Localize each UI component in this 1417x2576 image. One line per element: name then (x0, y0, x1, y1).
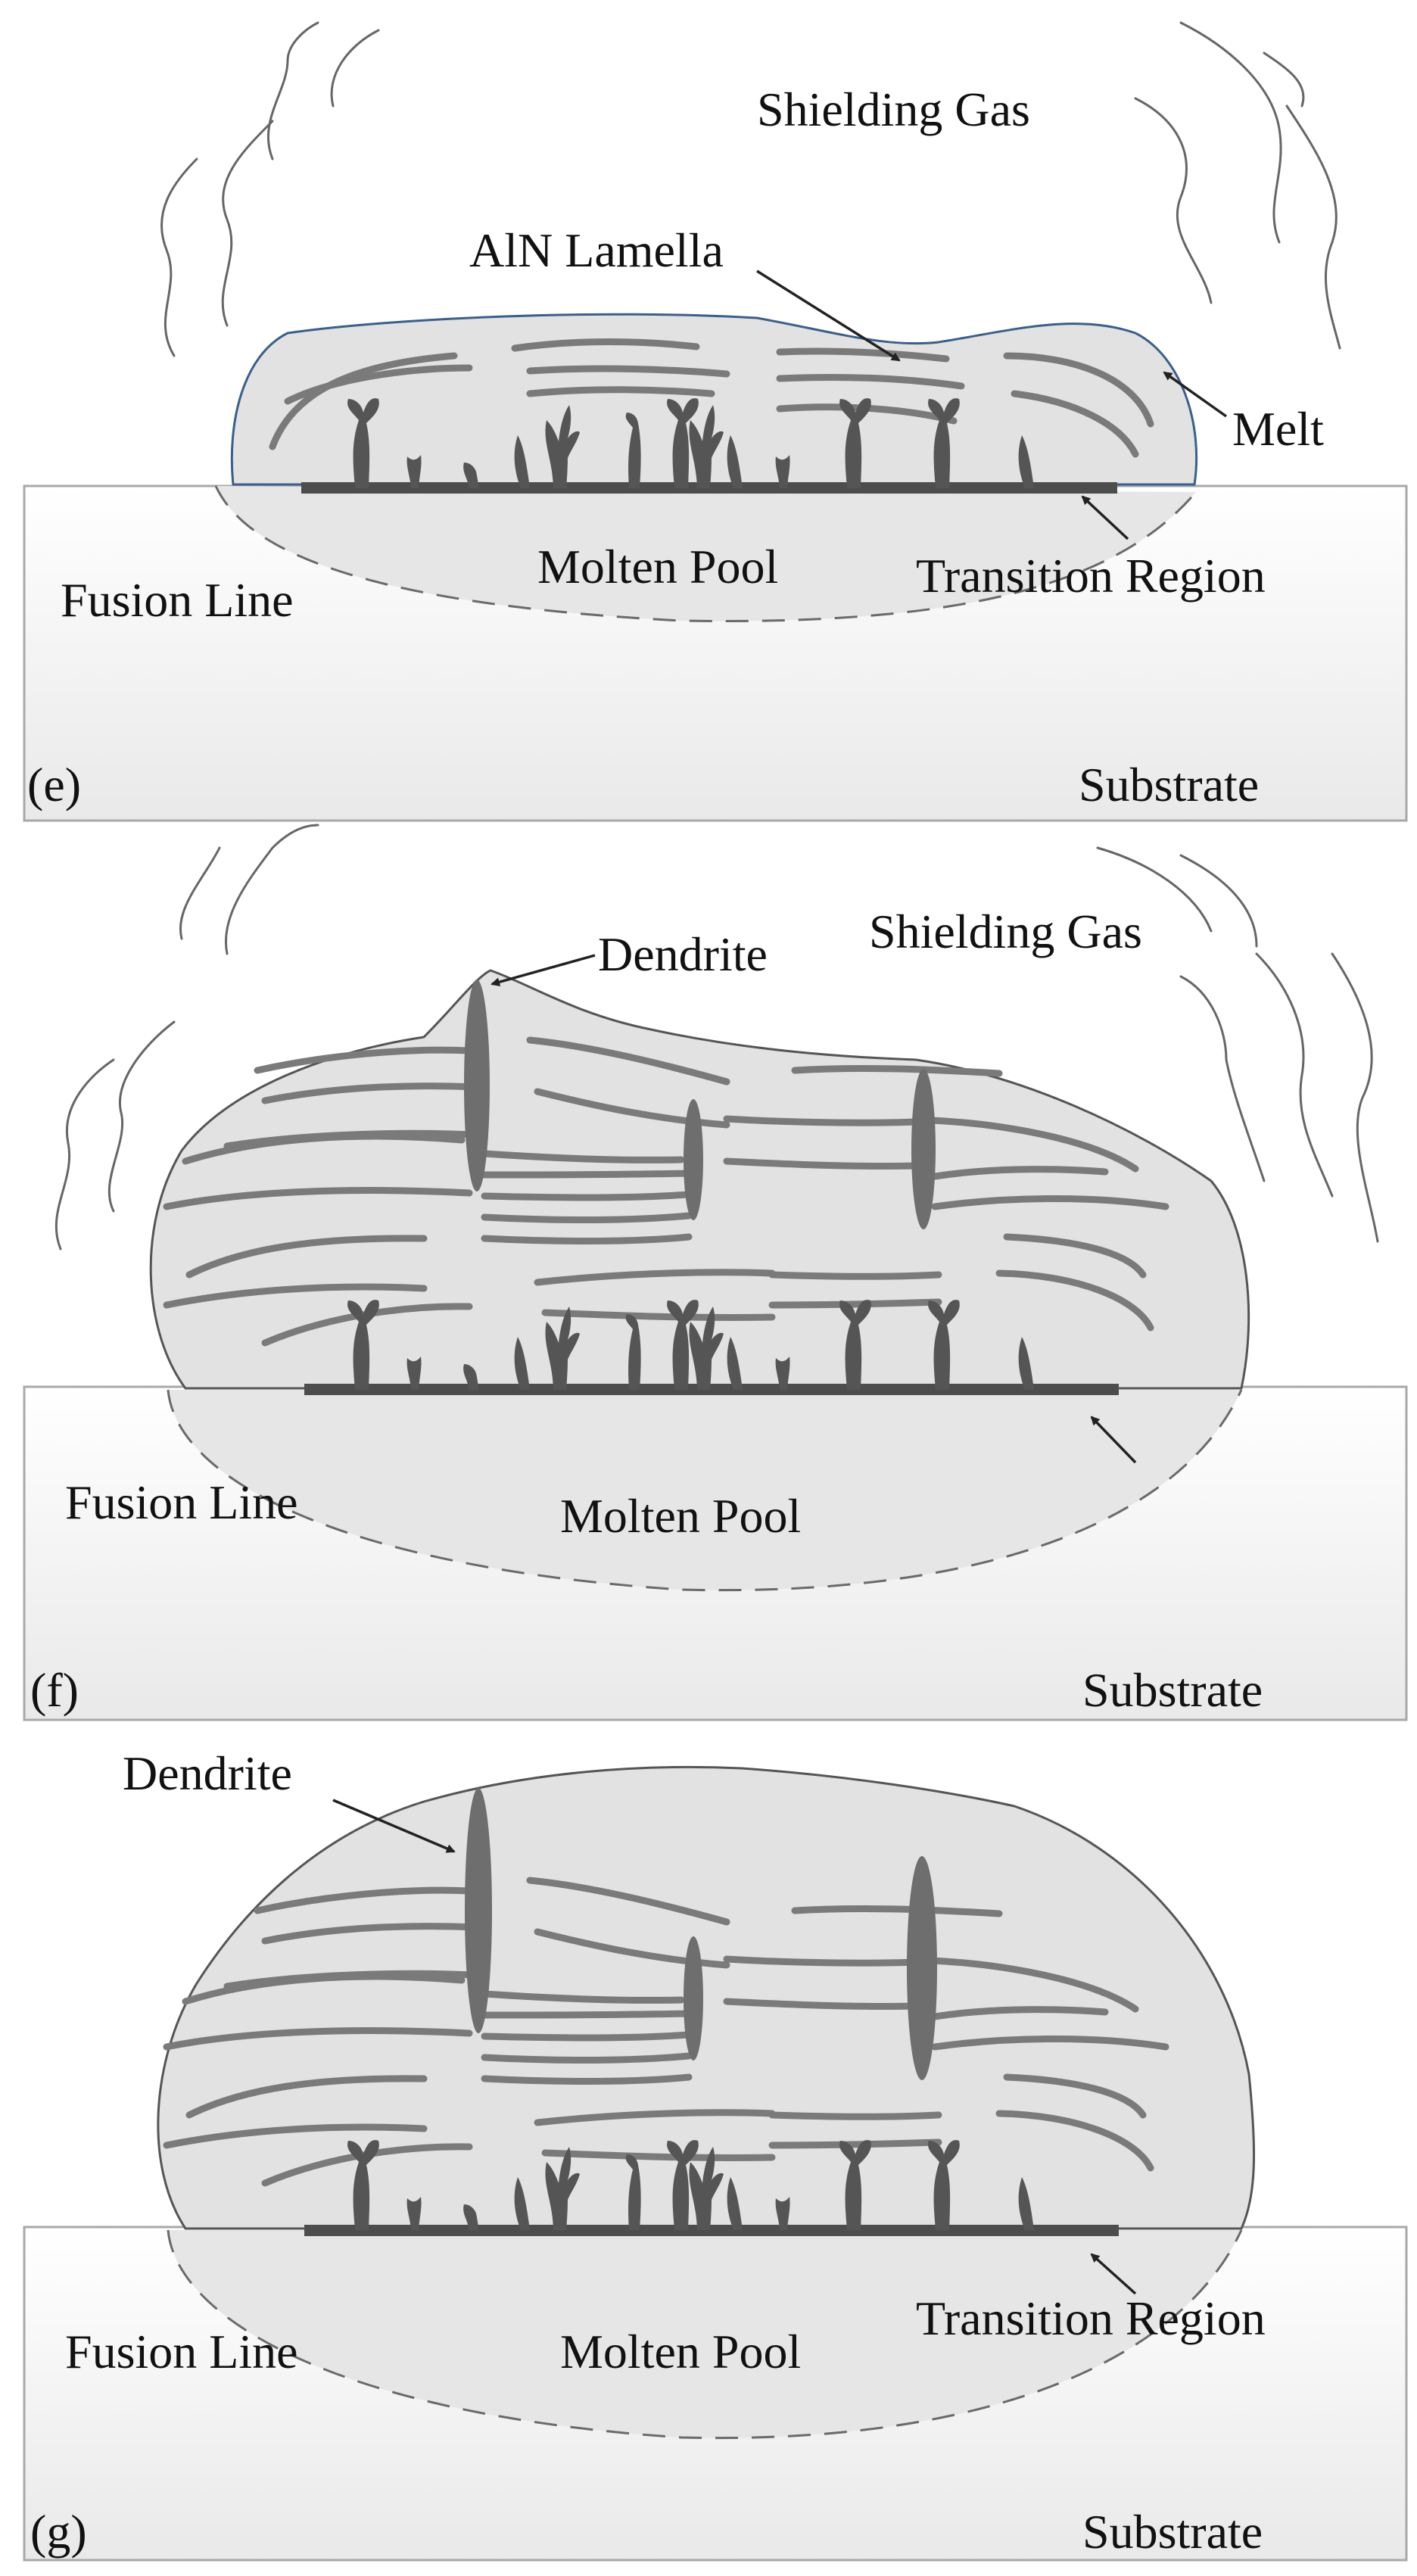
dendrite-large-1 (465, 1788, 492, 2033)
label-molten-pool-e: Molten Pool (537, 540, 778, 593)
panel-tag-g: (g) (30, 2505, 87, 2559)
label-substrate-g: Substrate (1082, 2505, 1263, 2559)
label-fusion-line-g: Fusion Line (65, 2325, 298, 2378)
shielding-gas-lines-e (160, 21, 1341, 357)
label-molten-pool-g: Molten Pool (560, 2325, 801, 2378)
melt-bead (230, 313, 1198, 486)
panel-e: Shielding Gas AlN Lamella Melt Molten Po… (23, 21, 1408, 822)
melt-bead (157, 1765, 1256, 2230)
label-substrate-f: Substrate (1082, 1663, 1263, 1717)
molten-pool (214, 485, 1197, 622)
panel-tag-e: (e) (27, 758, 81, 811)
label-transition-region-e: Transition Region (916, 549, 1266, 603)
label-transition-region-g: Transition Region (916, 2291, 1266, 2345)
label-aln-lamella: AlN Lamella (469, 223, 724, 277)
label-substrate-e: Substrate (1079, 758, 1259, 811)
dendrite-large-2 (684, 1936, 703, 2060)
label-shielding-gas-e: Shielding Gas (757, 83, 1030, 136)
dendrite-large-2 (684, 1099, 703, 1220)
lamella-set-e (269, 338, 1154, 458)
label-dendrite-g: Dendrite (123, 1746, 292, 1800)
shielding-gas-lines-f (54, 824, 1379, 1251)
label-melt: Melt (1232, 402, 1324, 456)
panel-tag-f: (f) (30, 1663, 79, 1717)
molten-pool (167, 2229, 1243, 2440)
dendrite-large-3 (907, 1856, 937, 2080)
panel-g: Dendrite Molten Pool Transition Region F… (23, 1746, 1408, 2562)
label-shielding-gas-f: Shielding Gas (869, 905, 1142, 958)
dendrite-large-3 (911, 1069, 936, 1229)
label-molten-pool-f: Molten Pool (560, 1489, 801, 1543)
molten-pool (167, 1389, 1243, 1592)
label-fusion-line-f: Fusion Line (65, 1475, 298, 1529)
dendrite-large-1 (464, 980, 490, 1191)
panel-f: Shielding Gas Dendrite Molten Pool Fusio… (23, 824, 1408, 1721)
transition-region-strip (304, 2225, 1119, 2236)
label-fusion-line-e: Fusion Line (61, 573, 294, 627)
label-dendrite-f: Dendrite (598, 927, 768, 981)
transition-region-strip (304, 1384, 1119, 1395)
